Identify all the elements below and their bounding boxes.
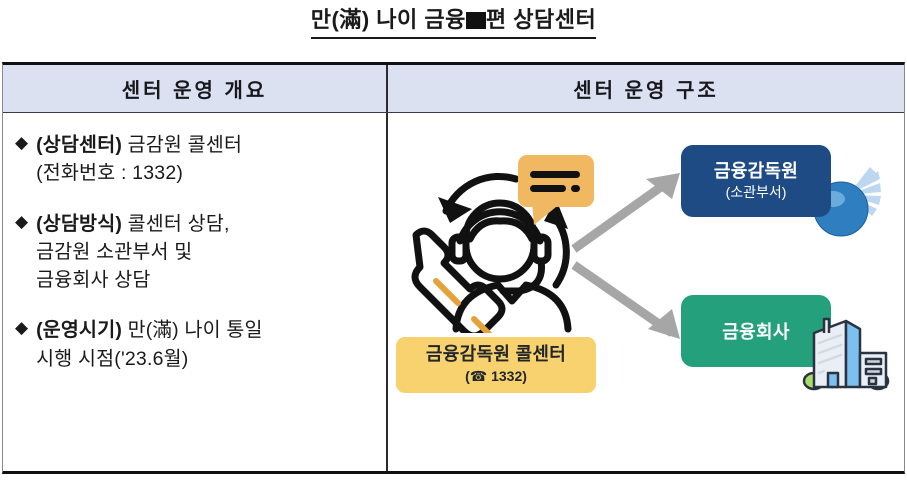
arrow-head-down — [648, 309, 680, 339]
supervisor-title: 금융감독원 — [713, 161, 799, 182]
center-structure-diagram: 금융감독원 콜센터 (☎ 1332) — [388, 113, 904, 471]
office-building-icon — [802, 317, 890, 391]
table-header-row: 센터 운영 개요 센터 운영 구조 — [3, 65, 904, 113]
call-center-title: 금융감독원 콜센터 — [425, 344, 567, 364]
overview-cell: ◆ (상담센터) 금감원 콜센터 (전화번호 : 1332) ◆ (상담방식) … — [3, 113, 388, 471]
diamond-bullet-icon: ◆ — [15, 318, 29, 338]
list-item: ◆ (상담방식) 콜센터 상담, 금감원 소관부서 및 금융회사 상담 — [15, 210, 376, 295]
company-title: 금융회사 — [722, 322, 790, 342]
bullet-text: (상담방식) 콜센터 상담, 금감원 소관부서 및 금융회사 상담 — [36, 210, 230, 295]
bullet-label: (상담센터) — [36, 134, 123, 156]
call-center-phone: (☎ 1332) — [465, 367, 527, 384]
arrow-head-up — [646, 173, 680, 199]
title-bar: 만(滿) 나이 금융 편 상담센터 — [0, 0, 907, 44]
page-title: 만(滿) 나이 금융 편 상담센터 — [310, 6, 597, 39]
list-item: ◆ (운영시기) 만(滿) 나이 통일 시행 시점('23.6월) — [15, 316, 376, 373]
bullet-body: 만(滿) 나이 통일 시행 시점('23.6월) — [36, 319, 263, 370]
table-body-row: ◆ (상담센터) 금감원 콜센터 (전화번호 : 1332) ◆ (상담방식) … — [3, 113, 904, 471]
speech-bubble-icon — [518, 155, 594, 225]
bullet-text: (상담센터) 금감원 콜센터 (전화번호 : 1332) — [36, 131, 242, 188]
call-center-agent-icon — [411, 155, 594, 333]
company-box: 금융회사 — [681, 295, 831, 367]
call-center-box: 금융감독원 콜센터 (☎ 1332) — [396, 337, 596, 394]
bullet-body: 콜센터 상담, 금감원 소관부서 및 금융회사 상담 — [36, 212, 230, 292]
bullet-text: (운영시기) 만(滿) 나이 통일 시행 시점('23.6월) — [36, 316, 263, 373]
connector-arrows — [571, 173, 680, 339]
supervisor-box: 금융감독원 (소관부서) — [681, 145, 831, 217]
column-header-overview: 센터 운영 개요 — [3, 65, 388, 112]
content-table: 센터 운영 개요 센터 운영 구조 ◆ (상담센터) 금감원 콜센터 (전화번호… — [2, 62, 905, 474]
bullet-label: (운영시기) — [36, 319, 123, 342]
supervisor-subtitle: (소관부서) — [725, 183, 787, 200]
list-item: ◆ (상담센터) 금감원 콜센터 (전화번호 : 1332) — [15, 131, 376, 188]
structure-cell: 금융감독원 콜센터 (☎ 1332) — [388, 113, 904, 471]
page-title-before: 만(滿) 나이 금융 — [310, 7, 466, 32]
redacted-character-block — [465, 12, 486, 29]
page-title-after: 편 상담센터 — [485, 7, 597, 32]
diamond-bullet-icon: ◆ — [15, 211, 29, 231]
column-header-structure: 센터 운영 구조 — [573, 80, 719, 102]
bullet-body: 금감원 콜센터 (전화번호 : 1332) — [36, 134, 243, 185]
diamond-bullet-icon: ◆ — [15, 133, 29, 152]
bullet-label: (상담방식) — [36, 212, 123, 235]
